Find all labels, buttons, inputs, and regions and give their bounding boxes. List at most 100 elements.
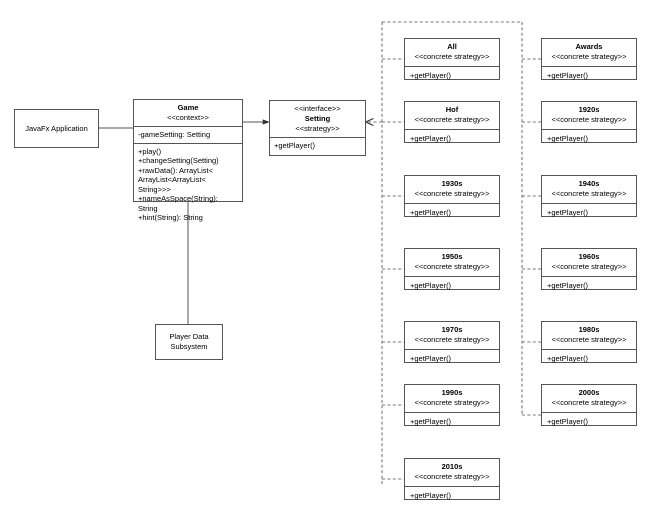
game-attribute: -gameSetting: Setting bbox=[138, 130, 211, 139]
strategy-header: 1950s <<concrete strategy>> bbox=[405, 249, 499, 276]
strategy-stereotype: <<concrete strategy>> bbox=[414, 115, 490, 124]
strategy-name: 1940s bbox=[578, 179, 600, 188]
strategy-box-1940s[interactable]: 1940s <<concrete strategy>> +getPlayer() bbox=[541, 175, 637, 217]
strategy-header: Hof <<concrete strategy>> bbox=[405, 102, 499, 129]
game-operation: ArrayList<ArrayList< bbox=[138, 175, 206, 184]
strategy-header: 2010s <<concrete strategy>> bbox=[405, 459, 499, 486]
strategy-name: 1980s bbox=[578, 325, 600, 334]
javafx-application-box[interactable]: JavaFx Application bbox=[14, 109, 99, 148]
strategy-operation: +getPlayer() bbox=[547, 134, 589, 143]
strategy-box-awards[interactable]: Awards <<concrete strategy>> +getPlayer(… bbox=[541, 38, 637, 80]
strategy-operation: +getPlayer() bbox=[410, 134, 452, 143]
strategy-header: 2000s <<concrete strategy>> bbox=[542, 385, 636, 412]
setting-stereotype-interface: <<interface>> bbox=[294, 104, 341, 113]
strategy-box-2010s[interactable]: 2010s <<concrete strategy>> +getPlayer() bbox=[404, 458, 500, 500]
strategy-stereotype: <<concrete strategy>> bbox=[551, 262, 627, 271]
strategy-stereotype: <<concrete strategy>> bbox=[551, 189, 627, 198]
strategy-operations: +getPlayer() bbox=[405, 486, 499, 505]
game-attributes: -gameSetting: Setting bbox=[134, 126, 242, 143]
strategy-header: 1960s <<concrete strategy>> bbox=[542, 249, 636, 276]
game-header: Game <<context>> bbox=[134, 100, 242, 126]
javafx-application-label: JavaFx Application bbox=[25, 123, 88, 133]
strategy-operation: +getPlayer() bbox=[410, 208, 452, 217]
strategy-operation: +getPlayer() bbox=[410, 281, 452, 290]
strategy-operation: +getPlayer() bbox=[547, 71, 589, 80]
strategy-name: 1930s bbox=[441, 179, 463, 188]
strategy-name: Awards bbox=[575, 42, 603, 51]
strategy-stereotype: <<concrete strategy>> bbox=[551, 335, 627, 344]
strategy-stereotype: <<concrete strategy>> bbox=[551, 398, 627, 407]
strategy-name: 1960s bbox=[578, 252, 600, 261]
game-operations: +play() +changeSetting(Setting) +rawData… bbox=[134, 142, 242, 226]
strategy-box-1920s[interactable]: 1920s <<concrete strategy>> +getPlayer() bbox=[541, 101, 637, 143]
strategy-operations: +getPlayer() bbox=[542, 129, 636, 148]
game-stereotype: <<context>> bbox=[167, 113, 209, 122]
strategy-box-hof[interactable]: Hof <<concrete strategy>> +getPlayer() bbox=[404, 101, 500, 143]
strategy-box-2000s[interactable]: 2000s <<concrete strategy>> +getPlayer() bbox=[541, 384, 637, 426]
strategy-box-1970s[interactable]: 1970s <<concrete strategy>> +getPlayer() bbox=[404, 321, 500, 363]
player-data-subsystem-label: Player Data Subsystem bbox=[169, 332, 209, 351]
setting-stereotype-strategy: <<strategy>> bbox=[295, 124, 340, 133]
strategy-operations: +getPlayer() bbox=[405, 129, 499, 148]
strategy-operations: +getPlayer() bbox=[542, 203, 636, 222]
setting-operation: +getPlayer() bbox=[274, 141, 316, 150]
game-class-name: Game bbox=[177, 103, 199, 112]
strategy-stereotype: <<concrete strategy>> bbox=[414, 335, 490, 344]
strategy-operation: +getPlayer() bbox=[547, 208, 589, 217]
strategy-operations: +getPlayer() bbox=[542, 276, 636, 295]
strategy-box-1980s[interactable]: 1980s <<concrete strategy>> +getPlayer() bbox=[541, 321, 637, 363]
game-operation: +nameAsSpace(String): String bbox=[138, 194, 220, 213]
strategy-operation: +getPlayer() bbox=[410, 417, 452, 426]
strategy-name: All bbox=[447, 42, 457, 51]
strategy-header: 1940s <<concrete strategy>> bbox=[542, 176, 636, 203]
setting-interface-box[interactable]: <<interface>> Setting <<strategy>> +getP… bbox=[269, 100, 366, 156]
strategy-box-1990s[interactable]: 1990s <<concrete strategy>> +getPlayer() bbox=[404, 384, 500, 426]
strategy-header: Awards <<concrete strategy>> bbox=[542, 39, 636, 66]
strategy-name: Hof bbox=[445, 105, 459, 114]
game-operation: String>>> bbox=[138, 184, 171, 194]
strategy-name: 1990s bbox=[441, 388, 463, 397]
strategy-header: All <<concrete strategy>> bbox=[405, 39, 499, 66]
strategy-box-1950s[interactable]: 1950s <<concrete strategy>> +getPlayer() bbox=[404, 248, 500, 290]
strategy-box-all[interactable]: All <<concrete strategy>> +getPlayer() bbox=[404, 38, 500, 80]
strategy-header: 1970s <<concrete strategy>> bbox=[405, 322, 499, 349]
strategy-operations: +getPlayer() bbox=[405, 349, 499, 368]
strategy-operation: +getPlayer() bbox=[410, 71, 452, 80]
strategy-header: 1920s <<concrete strategy>> bbox=[542, 102, 636, 129]
strategy-stereotype: <<concrete strategy>> bbox=[414, 472, 490, 481]
strategy-header: 1980s <<concrete strategy>> bbox=[542, 322, 636, 349]
strategy-stereotype: <<concrete strategy>> bbox=[551, 115, 627, 124]
strategy-operations: +getPlayer() bbox=[542, 349, 636, 368]
game-operation: +changeSetting(Setting) bbox=[138, 156, 219, 165]
strategy-operations: +getPlayer() bbox=[405, 276, 499, 295]
strategy-operation: +getPlayer() bbox=[547, 417, 589, 426]
strategy-operations: +getPlayer() bbox=[405, 66, 499, 85]
setting-operations: +getPlayer() bbox=[270, 137, 365, 154]
player-data-subsystem-box[interactable]: Player Data Subsystem bbox=[155, 324, 223, 360]
strategy-name: 2000s bbox=[578, 388, 600, 397]
strategy-stereotype: <<concrete strategy>> bbox=[414, 262, 490, 271]
strategy-operations: +getPlayer() bbox=[542, 412, 636, 431]
strategy-operations: +getPlayer() bbox=[405, 203, 499, 222]
strategy-header: 1930s <<concrete strategy>> bbox=[405, 176, 499, 203]
strategy-box-1960s[interactable]: 1960s <<concrete strategy>> +getPlayer() bbox=[541, 248, 637, 290]
edge-setting-realization bbox=[366, 21, 541, 485]
strategy-operation: +getPlayer() bbox=[547, 354, 589, 363]
strategy-operation: +getPlayer() bbox=[547, 281, 589, 290]
strategy-operations: +getPlayer() bbox=[542, 66, 636, 85]
game-operation: +hint(String): String bbox=[138, 213, 203, 222]
strategy-stereotype: <<concrete strategy>> bbox=[551, 52, 627, 61]
strategy-operations: +getPlayer() bbox=[405, 412, 499, 431]
strategy-name: 1920s bbox=[578, 105, 600, 114]
strategy-stereotype: <<concrete strategy>> bbox=[414, 398, 490, 407]
strategy-name: 1970s bbox=[441, 325, 463, 334]
game-operation: +rawData(): ArrayList< bbox=[138, 165, 214, 175]
strategy-name: 1950s bbox=[441, 252, 463, 261]
strategy-box-1930s[interactable]: 1930s <<concrete strategy>> +getPlayer() bbox=[404, 175, 500, 217]
game-class-box[interactable]: Game <<context>> -gameSetting: Setting +… bbox=[133, 99, 243, 222]
strategy-operation: +getPlayer() bbox=[410, 491, 452, 500]
strategy-name: 2010s bbox=[441, 462, 463, 471]
strategy-stereotype: <<concrete strategy>> bbox=[414, 189, 490, 198]
